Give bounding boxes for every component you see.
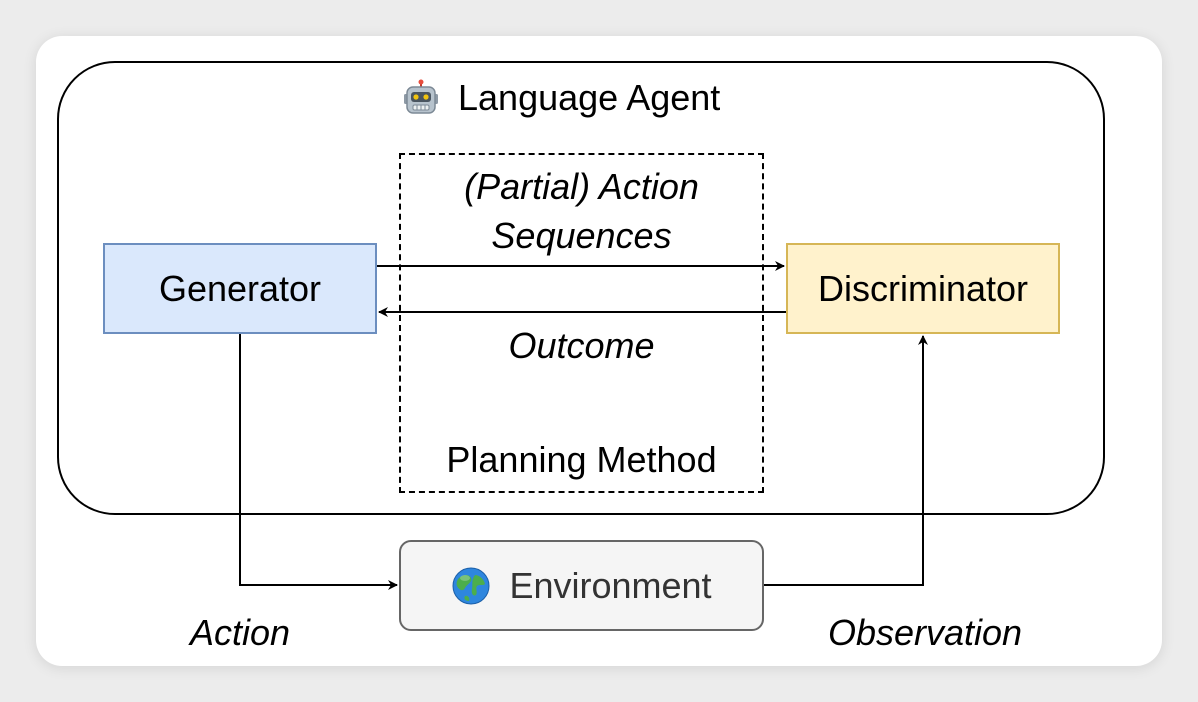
language-agent-label: Language Agent xyxy=(458,77,721,118)
discriminator-node: Discriminator xyxy=(786,243,1060,334)
robot-icon xyxy=(402,79,440,117)
language-agent-title: Language Agent xyxy=(402,76,720,120)
globe-icon xyxy=(451,566,491,606)
planning-method-container xyxy=(399,153,764,493)
environment-label: Environment xyxy=(509,564,712,606)
observation-label: Observation xyxy=(827,612,1023,653)
action-arrow xyxy=(239,334,398,590)
action-sequences-label-line2: Sequences xyxy=(491,215,672,256)
outcome-label: Outcome xyxy=(508,325,655,366)
observation-arrow xyxy=(764,335,928,586)
language-agent-container xyxy=(57,61,1105,515)
environment-node: Environment xyxy=(399,540,764,631)
action-sequences-label-line1: (Partial) Action xyxy=(464,166,699,207)
discriminator-label: Discriminator xyxy=(817,267,1029,309)
generator-label: Generator xyxy=(158,267,322,309)
action-label: Action xyxy=(189,612,291,653)
planning-method-label: Planning Method xyxy=(446,439,717,480)
generator-node: Generator xyxy=(103,243,377,334)
